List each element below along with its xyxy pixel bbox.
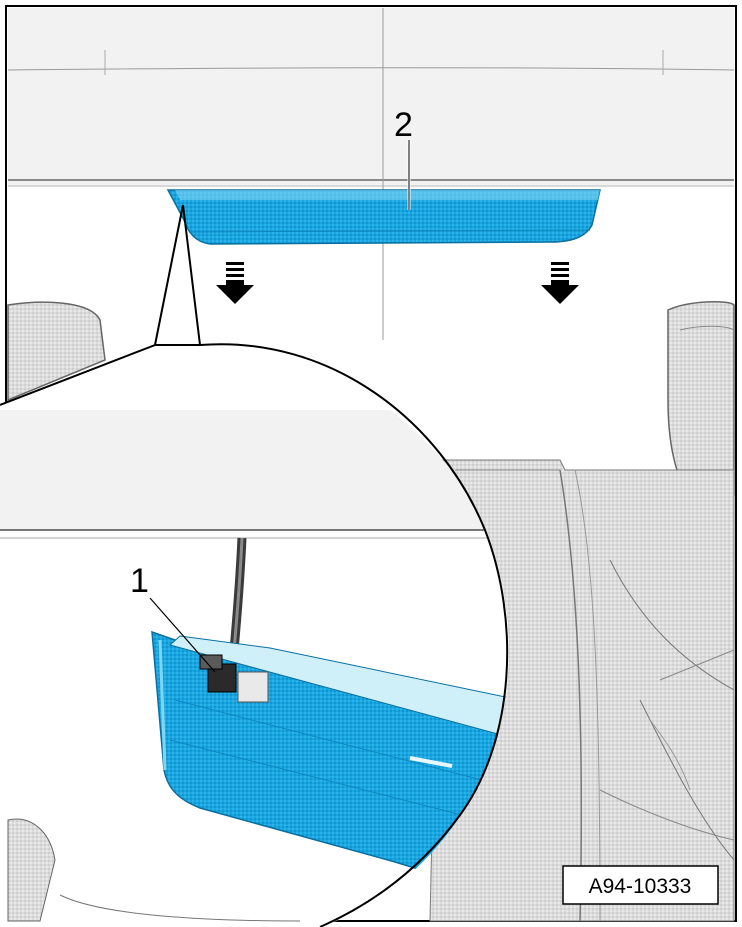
callout-label-1: 1 — [130, 562, 149, 600]
seat-edge — [59, 894, 301, 922]
callout-1: 1 — [130, 562, 216, 673]
interior-scene — [7, 8, 735, 922]
down-arrow-icon — [216, 262, 254, 304]
reference-code: A94-10333 — [589, 875, 692, 898]
callout-leader-1 — [149, 597, 216, 673]
callout-label-2: 2 — [394, 106, 413, 144]
callout-2: 2 — [394, 106, 413, 144]
reference-code-box: A94-10333 — [562, 865, 719, 905]
connector-icon — [199, 654, 269, 703]
seat-fragment — [7, 818, 56, 922]
down-arrow-icon — [541, 262, 579, 304]
interior-lamp-part-2 — [166, 140, 601, 245]
